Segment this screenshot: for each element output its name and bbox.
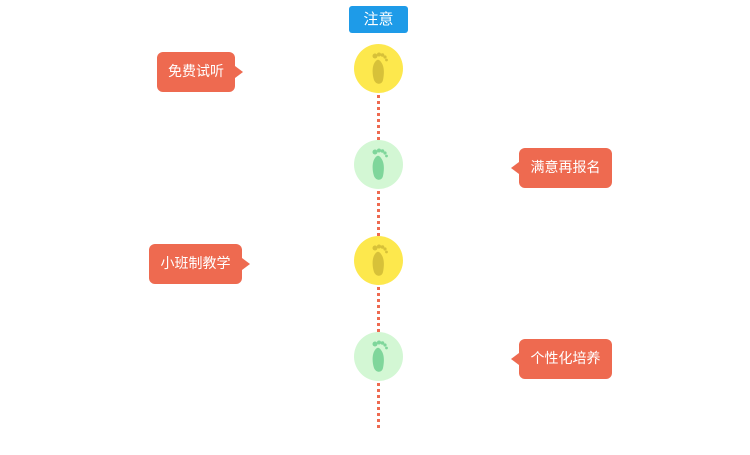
timeline-node-4 (354, 332, 403, 381)
step-card-small-class: 小班制教学 (149, 244, 250, 284)
step-card-personalized: 个性化培养 (511, 339, 612, 379)
footprint-icon (372, 244, 388, 276)
timeline-node-1 (354, 44, 403, 93)
step-card-free-trial: 免费试听 (157, 52, 243, 92)
step-card-satisfied-enroll: 满意再报名 (511, 148, 612, 188)
timeline-node-3 (354, 236, 403, 285)
footprint-icon (372, 148, 388, 180)
footprint-icon (372, 52, 388, 84)
timeline-node-2 (354, 140, 403, 189)
footprint-icon (372, 340, 388, 372)
page-title: 注意 (349, 6, 408, 33)
